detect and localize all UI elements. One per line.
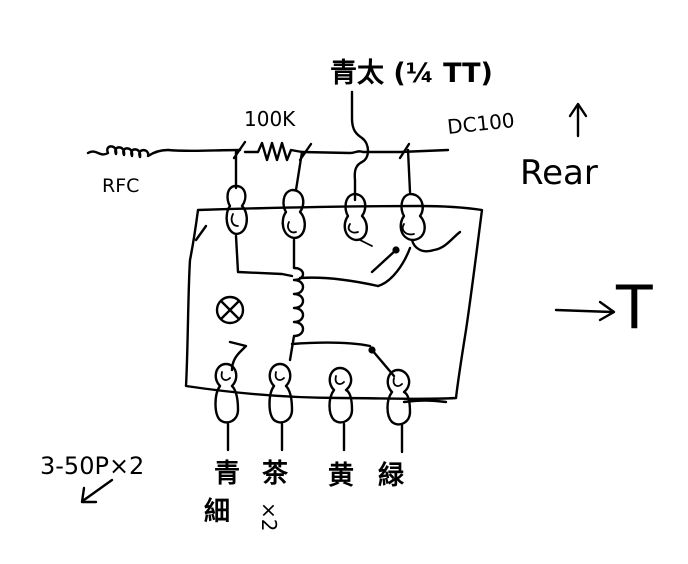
coil-to-switch-wire [298,276,380,288]
pin-3-lug [343,192,368,242]
dc-label: DC100 [446,108,516,139]
switch-arm-upper [370,248,398,274]
bottom-label-green: 緑 [378,460,405,491]
pin-5-curl [220,371,231,381]
resistor-100k [243,141,304,162]
bottom-label-blue-2: 細 [204,497,230,527]
internal-wiring [194,224,462,404]
pin-lead-4 [406,148,412,194]
pin-6-curl [274,371,285,381]
t-label: T [615,273,653,343]
top-lead-wire [350,90,370,202]
pin-8-curl [392,377,403,387]
rfc-coil [86,145,170,159]
center-coil [288,238,305,362]
junction-tick-3 [398,142,411,160]
supply-wire-right [300,148,450,155]
pin-6-lug [268,362,294,424]
coil-to-lower-switch-wire [290,341,372,348]
capacitor-label: 3-50P×2 [40,452,144,480]
bottom-label-yellow: 黄 [328,461,354,491]
pin-1-to-coil-wire [234,234,294,278]
pin-7-curl [334,375,345,385]
pin-8-lug [386,368,412,426]
bottom-pins [214,362,412,454]
pin-lead-2 [294,150,304,192]
pin-7-lug [328,366,354,424]
circled-x-symbol [215,295,245,325]
pin-8-side-wire [402,399,448,404]
rear-arrow [568,102,588,138]
pin-4-curl [401,223,415,236]
corner-wire [194,224,208,242]
rear-label: Rear [520,153,598,193]
bottom-label-blue-1: 青 [214,459,240,489]
down-left-arrow [80,478,114,504]
resistor-label: 100K [244,107,296,131]
switch-arm-lower [370,348,396,378]
top-supply-line [86,140,450,162]
rfc-label: RFC [102,175,139,197]
bottom-label-brown-1: 茶 [262,459,289,489]
pin-1-curl [230,213,239,227]
top-wire-label: 青太 (¼ TT) [330,58,493,89]
pin-5-lug [214,362,240,424]
pin-3-tail [359,239,373,247]
top-pins [225,148,426,247]
pin-4-side-wire [410,230,462,253]
right-arrow [554,300,616,322]
pin-3-curl [347,223,359,234]
switch-return-wire [376,246,412,288]
socket-outline [184,204,484,401]
supply-wire-left [166,148,242,153]
pin-2-curl [287,221,297,234]
bottom-label-brown-2: ×2 [257,502,281,531]
pin-1-lug [225,184,248,236]
pin-4-lug [399,192,426,242]
pin-2-lug [281,188,306,240]
